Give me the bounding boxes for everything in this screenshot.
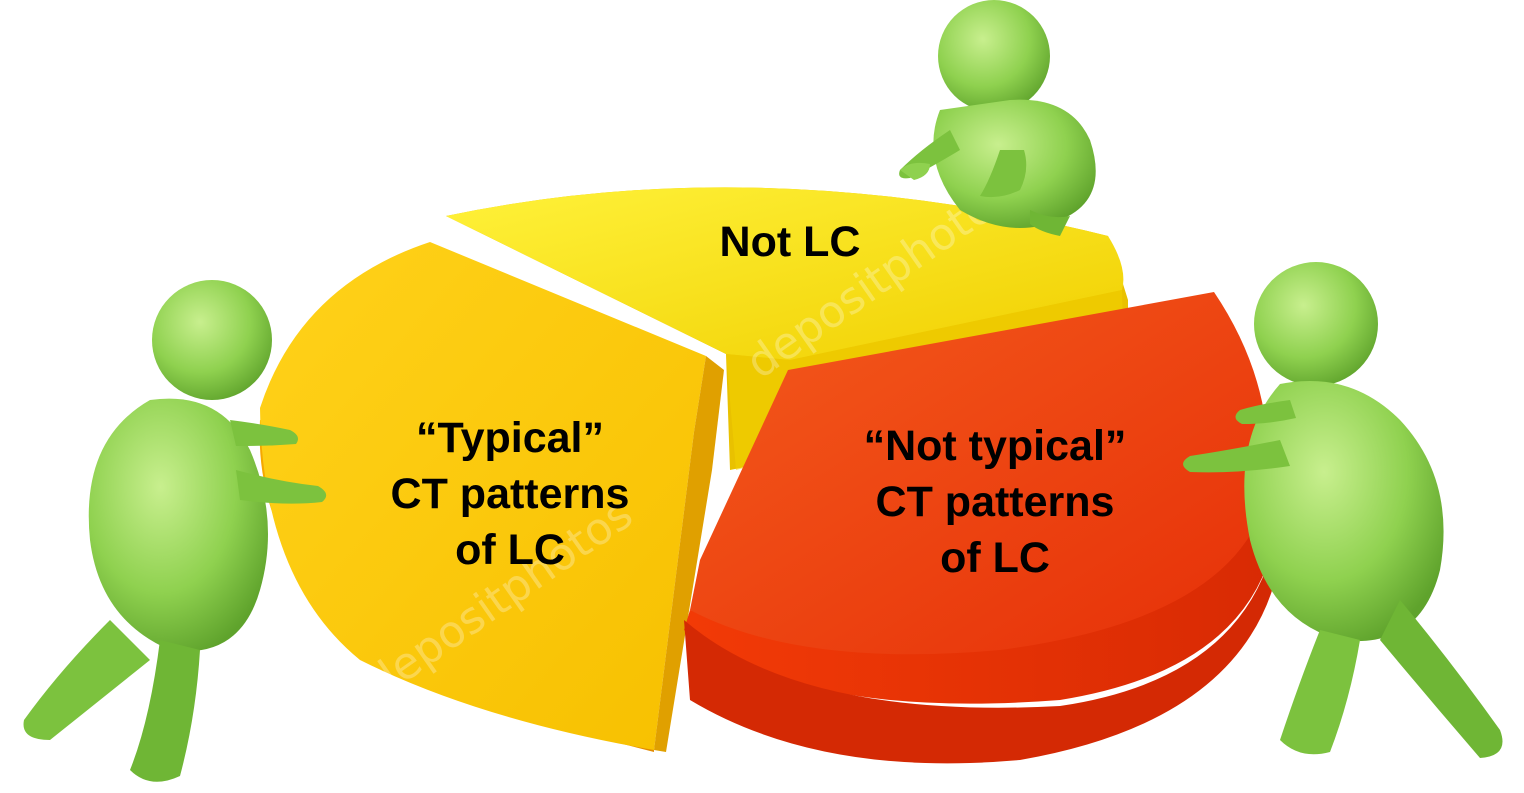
green-figure-left <box>23 280 327 782</box>
slice-label-line: of LC <box>940 534 1050 582</box>
slice-label-line: CT patterns <box>390 470 630 518</box>
slice-not-typical <box>684 292 1280 764</box>
slice-typical <box>259 242 724 752</box>
slice-label-line: CT patterns <box>875 478 1115 526</box>
slice-label-typical: “Typical” CT patterns of LC <box>340 410 680 578</box>
slice-label-line: “Not typical” <box>863 422 1127 470</box>
slice-label-line: “Typical” <box>416 414 604 462</box>
slice-label-line: Not LC <box>719 218 861 266</box>
green-figure-top <box>899 0 1096 236</box>
slice-label-not-lc: Not LC <box>660 214 920 270</box>
green-figure-right <box>1183 262 1503 758</box>
slice-label-not-typical: “Not typical” CT patterns of LC <box>820 418 1170 586</box>
slice-label-line: of LC <box>455 526 565 574</box>
